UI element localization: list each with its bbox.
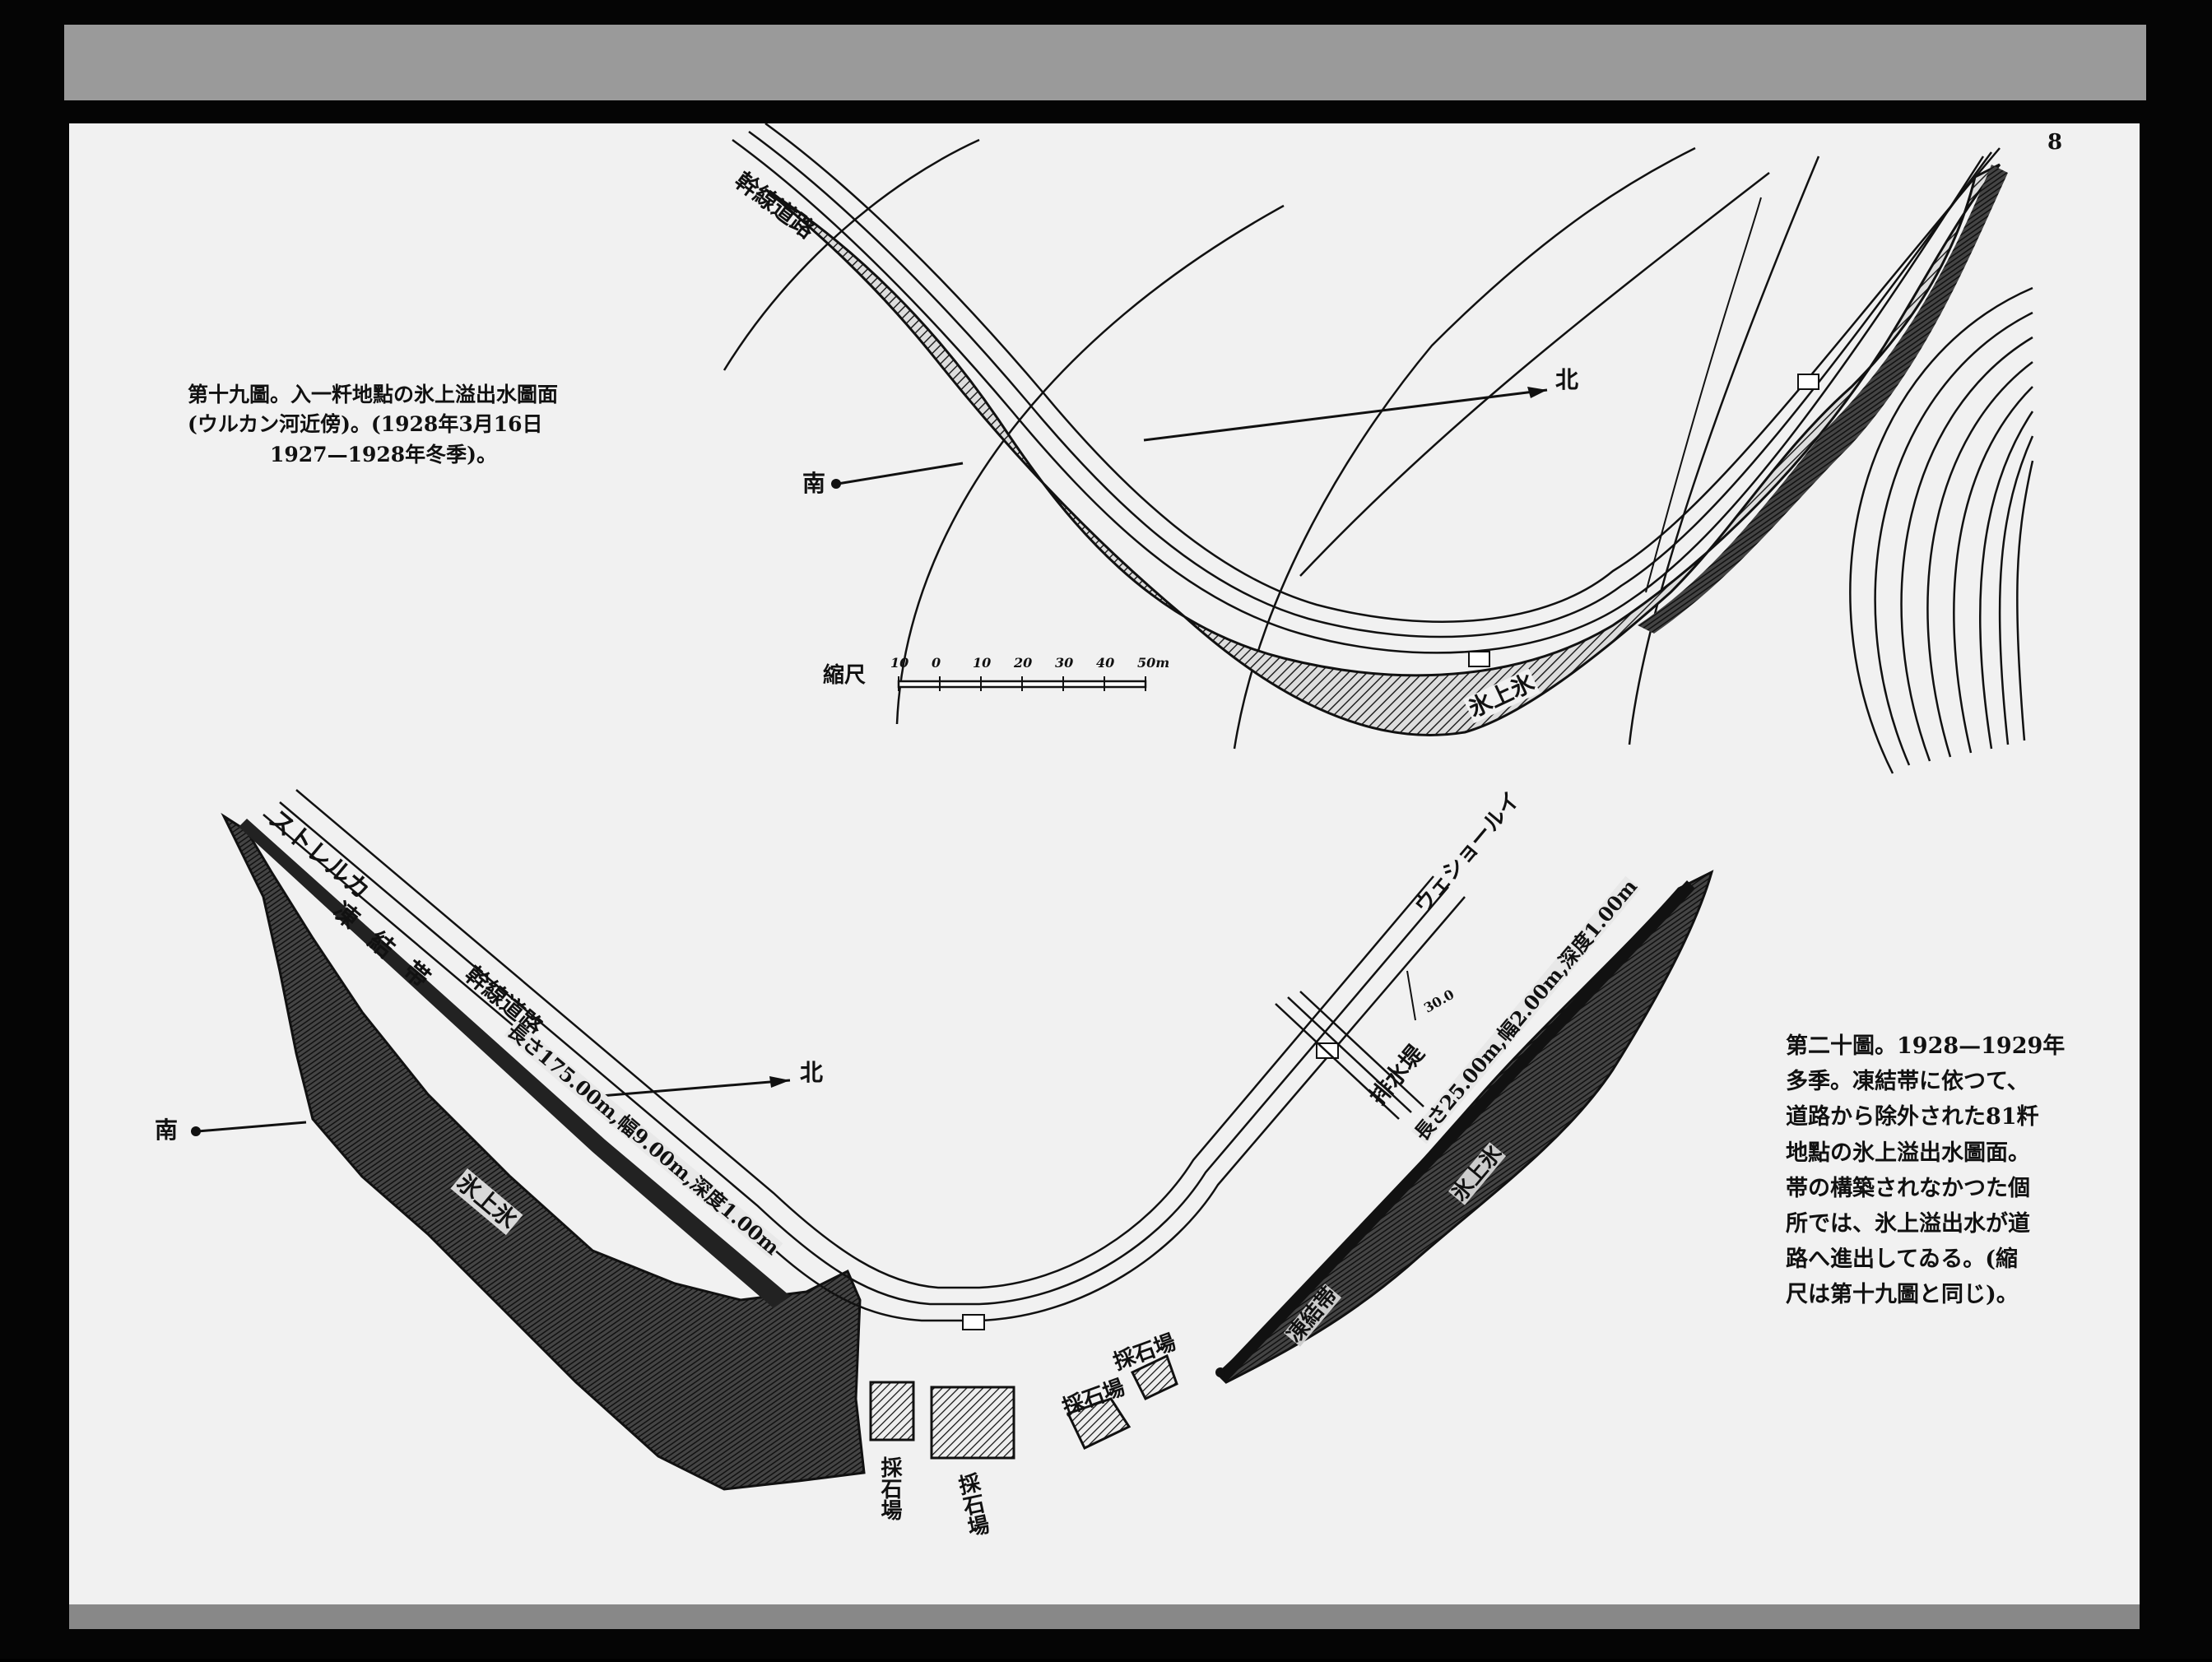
caption-line: 第二十圖。1928—1929年 — [1786, 1033, 2066, 1059]
quarry-label: 採石場 — [877, 1456, 902, 1520]
caption-line: 多季。凍結帯に依つて、 — [1786, 1069, 2029, 1095]
north-arrow-line — [1143, 388, 1548, 442]
figure-19-caption: 第十九圖。入一粁地點の氷上溢出水圖面 (ウルカン河近傍)。(1928年3月16日… — [188, 380, 558, 470]
north-arrow-line — [600, 1079, 791, 1098]
road-culvert — [1468, 651, 1490, 667]
caption-line: 第十九圖。入一粁地點の氷上溢出水圖面 — [188, 383, 559, 406]
main-road — [732, 122, 2001, 654]
caption-line: 所では、氷上溢出水が道 — [1786, 1210, 2030, 1237]
north-arrow-head — [769, 1076, 790, 1088]
scale-tick-label: 10 — [973, 655, 992, 671]
scale-tick-label: 0 — [932, 655, 941, 671]
scale-tick-label: 20 — [1014, 655, 1033, 671]
quarry-square — [869, 1381, 915, 1441]
contour-line — [1645, 197, 1762, 593]
road-culvert — [962, 1314, 985, 1330]
scale-tick-label: 10 — [890, 655, 909, 671]
road-culvert — [1797, 374, 1819, 390]
south-arrow-line — [837, 462, 964, 485]
caption-line: 帯の構築されなかつた個 — [1786, 1175, 2030, 1201]
south-label: 南 — [155, 1117, 179, 1144]
quarry-square — [930, 1386, 1015, 1460]
contour-line — [1628, 156, 1820, 745]
south-arrow-tail — [191, 1126, 201, 1136]
caption-line: (ウルカン河近傍)。(1928年3月16日 — [188, 412, 543, 437]
frozen-belt-strip-right — [1218, 880, 1695, 1382]
scale-label: 縮尺 — [823, 663, 867, 688]
scale-bar-ticks — [898, 676, 1146, 691]
concentric-contours — [1849, 286, 2034, 774]
page-paper — [69, 123, 2140, 1604]
caption-line: 1927—1928年冬季)。 — [270, 442, 497, 467]
bottom-paper-edge — [69, 1604, 2140, 1629]
south-arrow-line — [197, 1121, 307, 1133]
scale-tick-label: 50m — [1137, 655, 1170, 671]
south-label: 南 — [802, 470, 826, 497]
top-paper-strip — [64, 25, 2146, 100]
contour-line — [1233, 146, 1696, 750]
north-label: 北 — [1555, 366, 1579, 393]
caption-line: 地點の氷上溢出水圖面。 — [1786, 1140, 2030, 1166]
figure-20 — [191, 789, 1714, 1491]
caption-line: 道路から除外された81粁 — [1786, 1104, 2039, 1130]
contour-line — [1299, 172, 1770, 577]
caption-line: 尺は第十九圖と同じ)。 — [1786, 1282, 2019, 1308]
north-label: 北 — [800, 1059, 824, 1086]
south-arrow-tail — [831, 479, 841, 489]
quarry-polygon — [1130, 1353, 1178, 1400]
page-number: 8 — [2047, 130, 2063, 155]
overflow-ice-mass-left — [221, 812, 866, 1491]
overflow-ice-zone — [764, 163, 2001, 736]
scale-tick-label: 40 — [1096, 655, 1115, 671]
north-arrow-head — [1527, 387, 1547, 398]
strip-end-mark — [1215, 1367, 1225, 1377]
figure-20-caption: 第二十圖。1928—1929年 多季。凍結帯に依つて、 道路から除外された81粁… — [1786, 1028, 2065, 1313]
frozen-belt-strip-left — [239, 819, 790, 1308]
scale-tick-label: 30 — [1055, 655, 1074, 671]
quarry-polygon — [1066, 1397, 1132, 1451]
dimension-mark — [1406, 970, 1416, 1021]
figure-19 — [723, 122, 2034, 774]
drainage-dike — [1275, 991, 1424, 1120]
caption-line: 路へ進出してゐる。(縮 — [1786, 1246, 2018, 1273]
